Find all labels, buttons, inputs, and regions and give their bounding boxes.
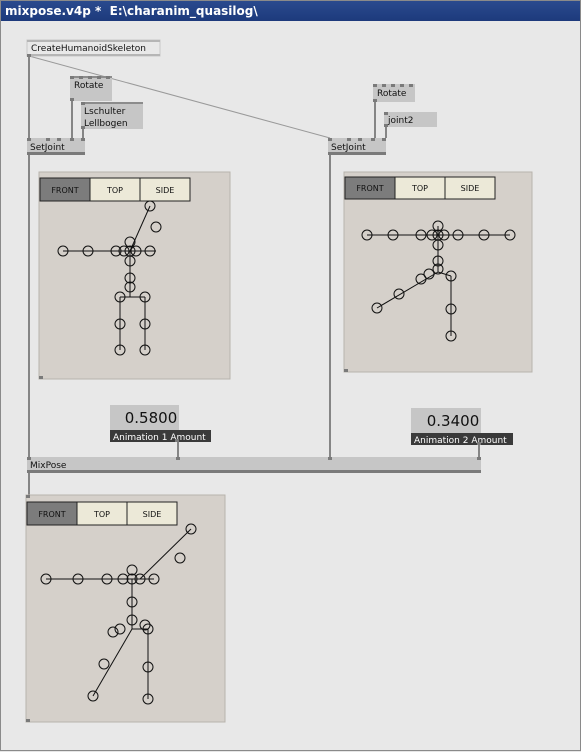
node-label: Rotate [74,81,104,91]
node-label: Rotate [377,89,407,99]
skeleton-figure [57,200,162,356]
patch-canvas[interactable]: CreateHumanoidSkeleton Rotate Lschulter … [1,21,581,752]
node-rotate-1[interactable]: Rotate [70,76,112,101]
tab-front[interactable]: FRONT [39,177,91,202]
joint-name-line-2: Lellbogen [84,119,128,129]
node-label: CreateHumanoidSkeleton [31,44,146,54]
tab-front[interactable]: FRONT [344,176,396,200]
svg-text:FRONT: FRONT [51,186,78,195]
node-mixpose[interactable]: MixPose [27,457,481,473]
amount-label: Animation 1 Amount [113,433,206,443]
window-title: mixpose.v4p * [5,4,106,18]
skeleton-figure [361,220,516,342]
tab-top[interactable]: TOP [394,176,446,200]
iobox-joint-name-2[interactable]: joint2 [384,112,437,127]
tab-top[interactable]: TOP [76,501,128,526]
tab-top[interactable]: TOP [89,177,141,202]
svg-text:SIDE: SIDE [143,510,162,519]
node-setjoint-1[interactable]: SetJoint [27,138,85,155]
amount-value: 0.5800 [125,409,178,427]
tab-front[interactable]: FRONT [26,501,78,526]
joint-name: joint2 [387,116,413,126]
node-label: SetJoint [331,143,366,153]
amount-label: Animation 2 Amount [414,436,507,446]
iobox-animation-1-amount[interactable]: 0.5800 Animation 1 Amount [110,405,211,443]
skeleton-renderer-1[interactable]: FRONT TOP SIDE [38,171,231,380]
skeleton-renderer-2[interactable]: FRONT TOP SIDE [343,171,533,373]
tab-side[interactable]: SIDE [139,177,191,202]
window-titlebar[interactable]: mixpose.v4p * E:\charanim_quasilog\ [1,1,580,21]
tab-side[interactable]: SIDE [444,176,496,200]
tab-side[interactable]: SIDE [126,501,178,526]
amount-value: 0.3400 [427,412,480,430]
svg-text:TOP: TOP [106,186,123,195]
svg-text:FRONT: FRONT [38,510,65,519]
skeleton-renderer-mixed[interactable]: FRONT TOP SIDE [25,494,226,723]
svg-text:SIDE: SIDE [156,186,175,195]
connections [28,55,480,498]
node-rotate-2[interactable]: Rotate [373,84,415,102]
skeleton-figure [40,523,197,705]
node-label: SetJoint [30,143,65,153]
node-create-humanoid-skeleton[interactable]: CreateHumanoidSkeleton [26,39,161,57]
iobox-animation-2-amount[interactable]: 0.3400 Animation 2 Amount [411,408,513,446]
iobox-joint-names-1[interactable]: Lschulter Lellbogen [81,102,143,129]
node-label: MixPose [30,461,67,471]
link-skeleton-setjoint2 [28,55,331,139]
svg-text:TOP: TOP [411,184,428,193]
svg-text:TOP: TOP [93,510,110,519]
svg-text:SIDE: SIDE [461,184,480,193]
window-path: E:\charanim_quasilog\ [109,4,258,18]
joint-name-line-1: Lschulter [84,107,126,117]
svg-text:FRONT: FRONT [356,184,383,193]
node-setjoint-2[interactable]: SetJoint [328,138,386,155]
